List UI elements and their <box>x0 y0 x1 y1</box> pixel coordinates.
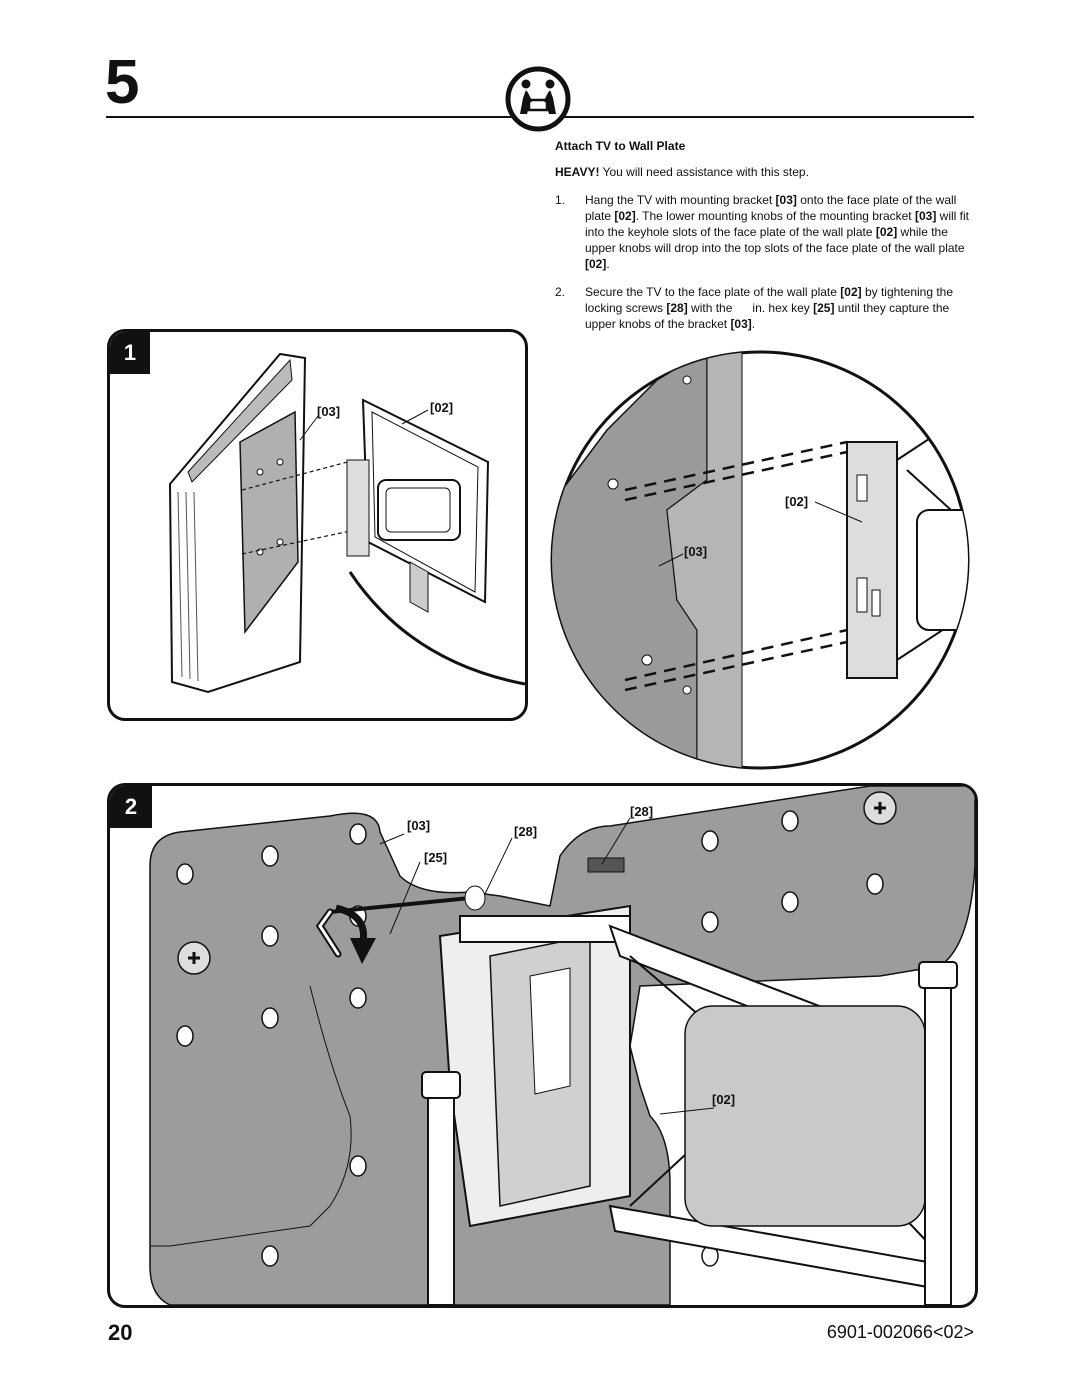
figure-2-illustration <box>149 786 975 1305</box>
instruction-number: 2. <box>555 285 566 299</box>
figure-1-tag: 1 <box>110 332 150 374</box>
instruction-item-2: 2. Secure the TV to the face plate of th… <box>555 284 980 332</box>
zoom-callout-wall-plate-02: [02] <box>785 494 809 509</box>
callout-bracket-03: [03] <box>317 404 341 419</box>
zoom-illustration <box>550 350 970 770</box>
heavy-label: HEAVY! <box>555 165 600 179</box>
two-person-lift-icon <box>505 66 571 132</box>
figure-1-illustration <box>168 352 525 694</box>
instruction-text: Secure the TV to the face plate of the w… <box>585 285 954 331</box>
instruction-list: 1. Hang the TV with mounting bracket [03… <box>555 192 980 332</box>
figure-2-tag: 2 <box>110 786 152 828</box>
instructions-title: Attach TV to Wall Plate <box>555 139 686 153</box>
heavy-text: You will need assistance with this step. <box>602 165 809 179</box>
callout-wall-plate-02: [02] <box>712 1092 736 1107</box>
callout-screw-28-left: [28] <box>514 824 538 839</box>
callout-screw-28-right: [28] <box>630 804 654 819</box>
page-number: 20 <box>108 1320 133 1345</box>
figure-2-panel: 2 [03] [25] [28] [28] [02] <box>107 783 978 1308</box>
zoom-callout-bracket-03: [03] <box>684 544 708 559</box>
instructions: Attach TV to Wall Plate HEAVY! You will … <box>555 138 980 344</box>
zoom-detail: [02] [03] <box>547 350 973 770</box>
instruction-item-1: 1. Hang the TV with mounting bracket [03… <box>555 192 980 272</box>
callout-bracket-03: [03] <box>407 818 431 833</box>
instruction-number: 1. <box>555 193 566 207</box>
callout-wall-plate-02: [02] <box>430 400 454 415</box>
heavy-warning: HEAVY! You will need assistance with thi… <box>555 164 980 180</box>
figure-1-panel: 1 [03] [02] <box>107 329 528 721</box>
instruction-text: Hang the TV with mounting bracket [03] o… <box>585 193 969 271</box>
callout-hex-key-25: [25] <box>424 850 448 865</box>
step-number: 5 <box>105 48 140 117</box>
document-code: 6901-002066<02> <box>826 1322 974 1342</box>
